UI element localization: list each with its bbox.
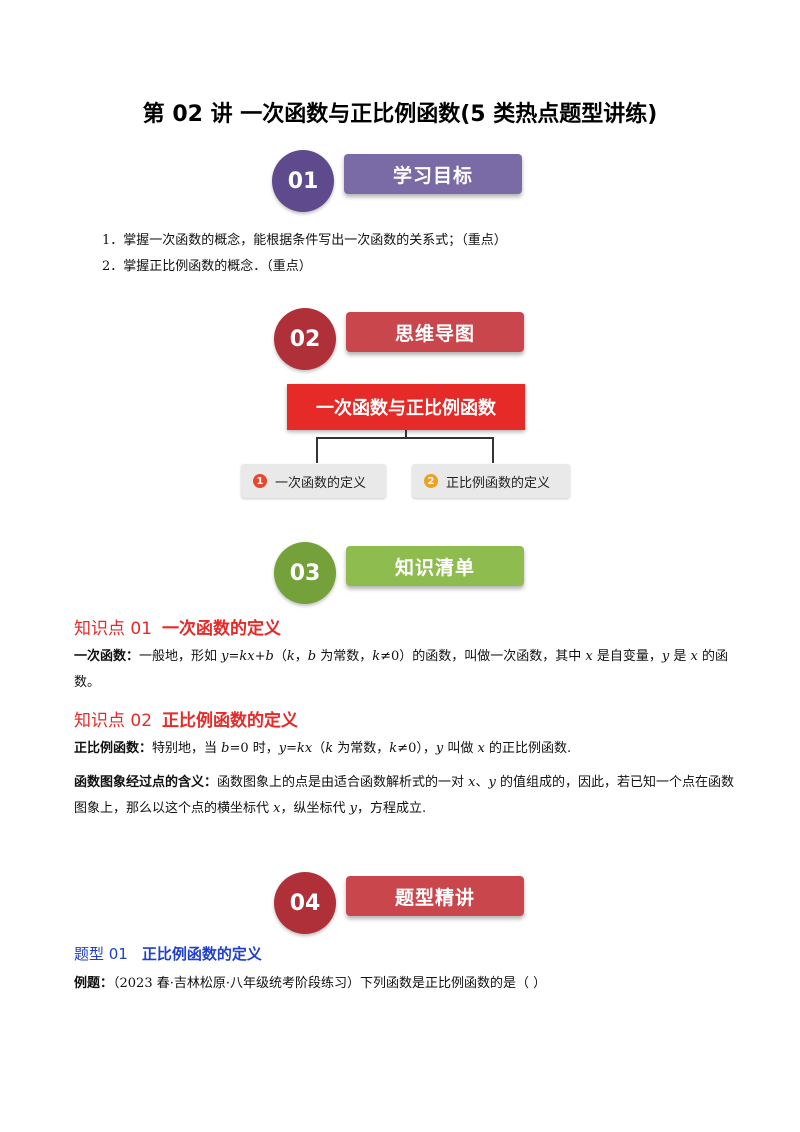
text: 是 xyxy=(669,649,691,664)
variable: y xyxy=(661,649,670,664)
paragraph-lead: 一次函数： xyxy=(74,649,140,664)
section-label: 知识清单 xyxy=(346,546,524,586)
mindmap-node-label: 一次函数的定义 xyxy=(275,475,367,491)
variable: x xyxy=(477,741,485,756)
mindmap-connector xyxy=(316,437,318,463)
paragraph-lead: 正比例函数： xyxy=(74,741,153,756)
variable: x xyxy=(273,801,281,816)
text: 的正比例函数. xyxy=(484,741,572,756)
text: ≠0）， xyxy=(397,741,436,756)
text: 是自变量， xyxy=(592,649,662,664)
text: ， xyxy=(294,649,308,664)
paragraph-lead: 函数图象经过点的含义： xyxy=(74,775,218,790)
knowledge-paragraph: 正比例函数：特别地，当 b=0 时，y=kx（k 为常数，k≠0），y 叫做 x… xyxy=(74,736,734,762)
section-banner-01: 01 学习目标 xyxy=(272,150,532,212)
goal-item: 2．掌握正比例函数的概念．（重点） xyxy=(102,259,312,274)
variable: k xyxy=(389,741,398,756)
knowledge-point-heading: 知识点 01 一次函数的定义 xyxy=(74,614,281,639)
knowledge-point-number: 知识点 02 xyxy=(74,711,153,731)
text: =0 时， xyxy=(229,741,279,756)
section-number: 03 xyxy=(274,542,336,604)
page-title: 第 02 讲 一次函数与正比例函数(5 类热点题型讲练) xyxy=(142,102,658,127)
section-label: 学习目标 xyxy=(344,154,522,194)
knowledge-paragraph: 一次函数：一般地，形如 y=kx+b（k，b 为常数，k≠0）的函数，叫做一次函… xyxy=(74,644,734,696)
learning-goals: 1．掌握一次函数的概念，能根据条件写出一次函数的关系式；（重点） 2．掌握正比例… xyxy=(102,228,507,280)
text: （ xyxy=(273,649,287,664)
variable: y xyxy=(349,801,357,816)
variable: x xyxy=(468,775,476,790)
section-banner-04: 04 题型精讲 xyxy=(274,872,534,934)
knowledge-point-title: 正比例函数的定义 xyxy=(162,711,299,731)
text: 的函数。 xyxy=(74,649,728,690)
text: 为常数， xyxy=(333,741,390,756)
mindmap-connector xyxy=(492,437,494,463)
question-type-number: 题型 01 xyxy=(74,945,128,963)
section-banner-03: 03 知识清单 xyxy=(274,542,534,604)
text: 特别地，当 xyxy=(152,741,222,756)
meaning-paragraph: 函数图象经过点的含义：函数图象上的点是由适合函数解析式的一对 x、y 的值组成的… xyxy=(74,770,734,822)
variable: b xyxy=(307,649,317,664)
text: 、 xyxy=(475,775,489,790)
mindmap-connector xyxy=(316,437,494,439)
text: 的值组成的，因此，若已知一个点在函数图象上，那么以这个点的横坐标代 xyxy=(74,775,735,816)
number-badge-icon: 2 xyxy=(424,474,438,488)
section-label: 题型精讲 xyxy=(346,876,524,916)
knowledge-point-title: 一次函数的定义 xyxy=(162,619,282,639)
variable: b xyxy=(221,741,230,756)
mindmap-connector xyxy=(405,430,407,438)
section-number: 02 xyxy=(274,308,336,370)
question-type-title: 正比例函数的定义 xyxy=(141,945,262,963)
example-question: 例题：（2023 春·吉林松原·八年级统考阶段练习）下列函数是正比例函数的是（ … xyxy=(74,972,546,991)
example-text: （2023 春·吉林松原·八年级统考阶段练习）下列函数是正比例函数的是（ ） xyxy=(113,976,547,991)
formula: y=kx+b xyxy=(221,649,274,664)
knowledge-point-number: 知识点 01 xyxy=(74,619,153,639)
variable: k xyxy=(372,649,381,664)
text: 为常数， xyxy=(316,649,373,664)
mindmap-node-linear: 1 一次函数的定义 xyxy=(241,464,386,498)
mindmap-node-proportional: 2 正比例函数的定义 xyxy=(412,464,570,498)
variable: x xyxy=(690,649,698,664)
knowledge-point-heading: 知识点 02 正比例函数的定义 xyxy=(74,706,298,731)
formula: y=kx xyxy=(278,741,313,756)
text: 叫做 xyxy=(443,741,478,756)
text: ≠0）的函数，叫做一次函数，其中 xyxy=(380,649,586,664)
number-badge-icon: 1 xyxy=(253,474,267,488)
text: 函数图象上的点是由适合函数解析式的一对 xyxy=(217,775,469,790)
example-lead: 例题： xyxy=(74,976,114,991)
section-number: 01 xyxy=(272,150,334,212)
mindmap-node-label: 正比例函数的定义 xyxy=(446,475,551,491)
variable: y xyxy=(488,775,496,790)
variable: y xyxy=(435,741,444,756)
section-banner-02: 02 思维导图 xyxy=(274,308,534,370)
variable: k xyxy=(325,741,334,756)
section-label: 思维导图 xyxy=(346,312,524,352)
variable: x xyxy=(585,649,593,664)
mindmap-root: 一次函数与正比例函数 xyxy=(287,384,525,430)
text: ，方程成立. xyxy=(356,801,427,816)
text: ，纵坐标代 xyxy=(280,801,350,816)
variable: k xyxy=(286,649,295,664)
text: （ xyxy=(312,741,326,756)
text: 一般地，形如 xyxy=(139,649,222,664)
section-number: 04 xyxy=(274,872,336,934)
question-type-heading: 题型 01 正比例函数的定义 xyxy=(74,943,262,964)
goal-item: 1．掌握一次函数的概念，能根据条件写出一次函数的关系式；（重点） xyxy=(102,233,507,248)
